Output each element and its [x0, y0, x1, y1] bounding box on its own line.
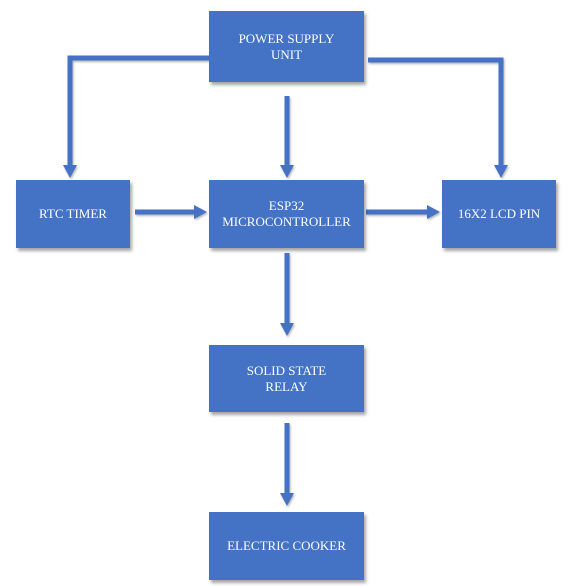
electric-cooker-block: ELECTRIC COOKER [209, 512, 364, 580]
arrowhead-esp32-top [280, 165, 294, 178]
esp32-label: ESP32 MICROCONTROLLER [222, 198, 351, 229]
electric-cooker-label: ELECTRIC COOKER [227, 538, 346, 553]
power-supply-label: POWER SUPPLY UNIT [238, 30, 335, 62]
lcd-block: 16X2 LCD PIN [442, 180, 556, 248]
solid-state-relay-block: SOLID STATE RELAY [209, 345, 364, 412]
arrow-power-to-lcd [368, 57, 504, 166]
esp32-block: ESP32 MICROCONTROLLER [209, 180, 364, 248]
arrowhead-cooker [280, 493, 294, 506]
rtc-timer-block: RTC TIMER [16, 180, 130, 248]
arrow-power-to-rtc [67, 55, 209, 166]
arrowhead-lcd-left [427, 205, 440, 219]
lcd-label: 16X2 LCD PIN [457, 206, 541, 221]
arrowhead-relay [280, 323, 294, 336]
solid-state-relay-label: SOLID STATE RELAY [246, 362, 327, 394]
arrowhead-lcd-top [494, 165, 508, 178]
power-supply-block: POWER SUPPLY UNIT [209, 11, 364, 82]
arrowhead-rtc [63, 165, 77, 178]
arrowhead-esp32-left [194, 205, 207, 219]
rtc-timer-label: RTC TIMER [39, 206, 107, 221]
